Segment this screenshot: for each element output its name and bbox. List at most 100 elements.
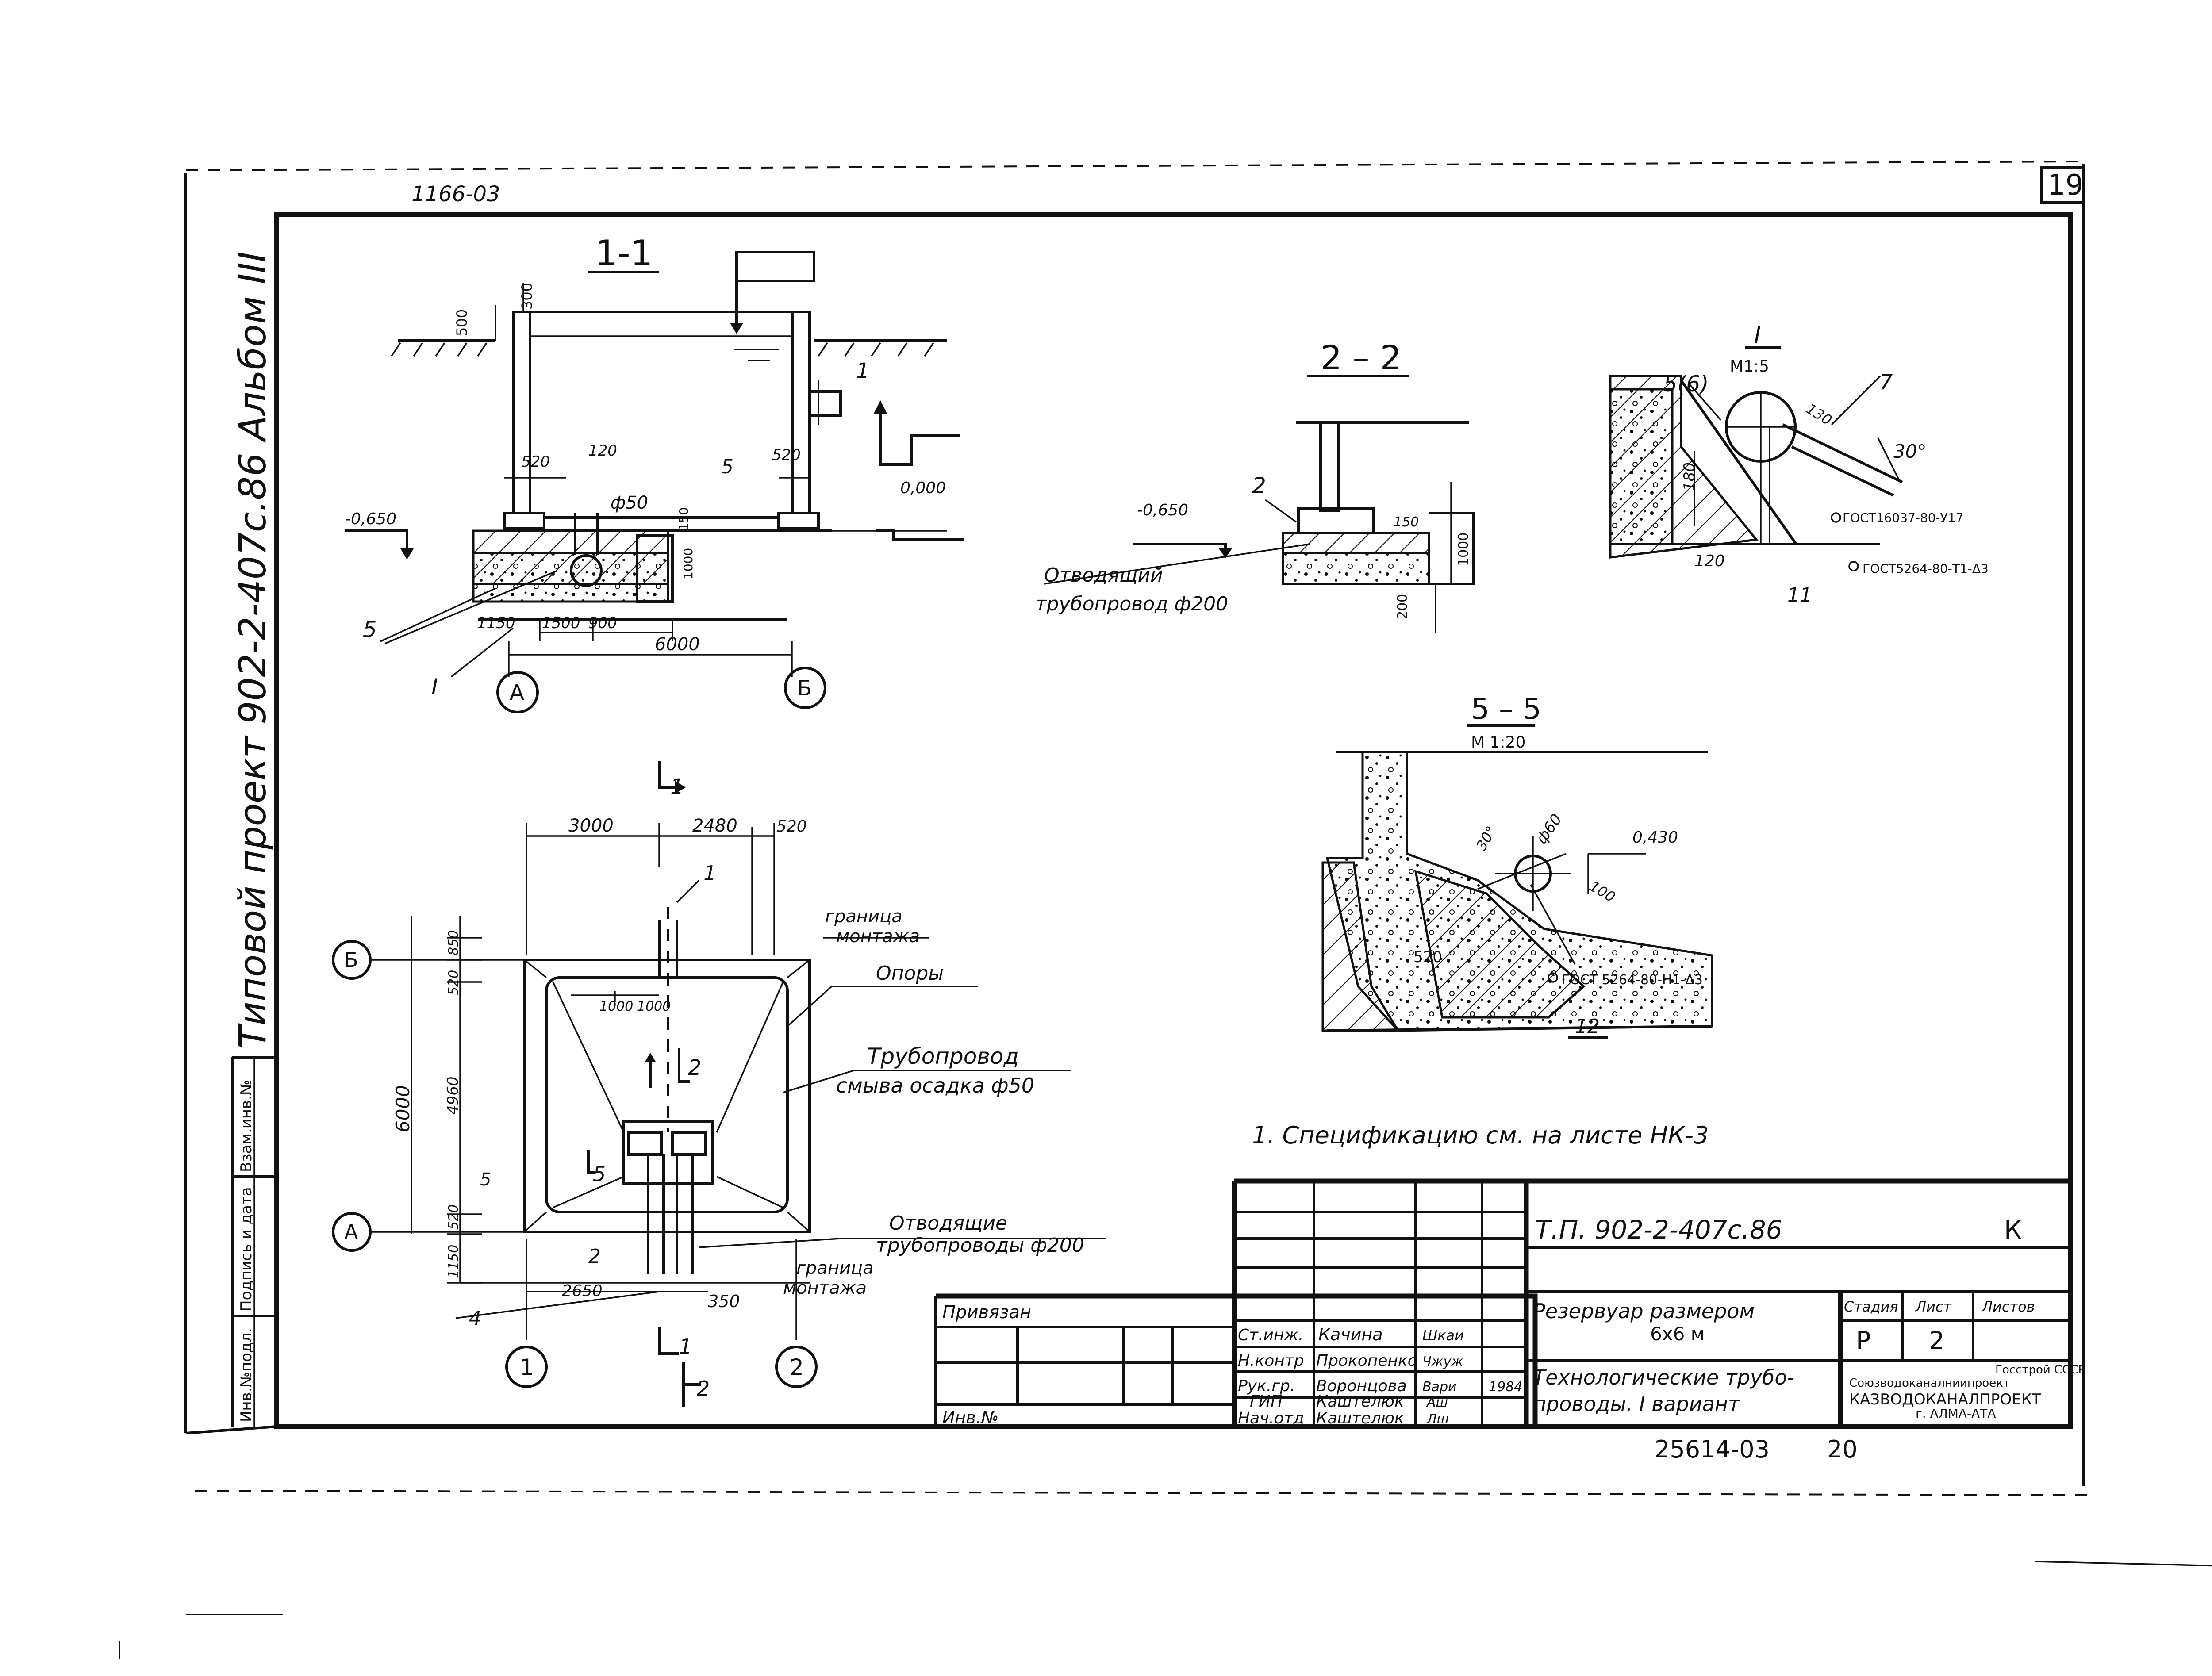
- plan-axis-2: 2: [790, 1354, 804, 1380]
- detail-I-scale: М1:5: [1730, 357, 1769, 376]
- plan-pipe-wash-1: Трубопровод: [867, 1043, 1019, 1069]
- plan: 3000 2480 520 1 1000 1000 2 5 5 6000 850…: [332, 761, 1106, 1407]
- plan-boundary-bot-1: граница: [796, 1258, 874, 1278]
- plan-cut-2: 2: [688, 1055, 702, 1080]
- s22-dim-150: 150: [1394, 514, 1419, 530]
- side-stamp-sign: Подпись и дата: [238, 1187, 255, 1312]
- plan-cut-1-bot: 1: [679, 1335, 692, 1358]
- plan-axis-A: А: [344, 1220, 358, 1244]
- plan-pipe-wash-2: смыва осадка ф50: [836, 1074, 1034, 1097]
- plan-boundary-top-2: монтажа: [836, 926, 920, 947]
- side-stamp: Инв.№подл. Подпись и дата Взам.инв.№: [238, 1080, 255, 1422]
- s55-gost: ГОСТ 5264-80-Н1-Δ3: [1562, 972, 1703, 988]
- s11-dim-900: 900: [588, 614, 617, 632]
- bottom-code: 25614-03: [1655, 1435, 1770, 1463]
- plan-drain-1: Отводящие: [889, 1212, 1007, 1235]
- s11-dim-150: 150: [676, 507, 691, 531]
- tb-name-0: Качина: [1318, 1325, 1383, 1344]
- plan-dim-1150: 1150: [446, 1245, 461, 1278]
- plan-cut-1-top: 1: [670, 775, 684, 799]
- s11-label-5: 5: [721, 456, 733, 478]
- s11-dim-1000: 1000: [681, 548, 695, 579]
- s11-roman-I: I: [431, 674, 438, 700]
- plan-dim-1000-a: 1000: [599, 999, 633, 1014]
- s11-note-5: 5: [363, 617, 377, 642]
- plan-dim-350: 350: [708, 1292, 740, 1311]
- s11-pipe-1: 1: [856, 359, 870, 384]
- plan-pipe-1: 1: [703, 861, 716, 885]
- s55-elev: 0,430: [1632, 828, 1678, 847]
- side-stamp-replace: Взам.инв.№: [238, 1080, 255, 1172]
- tb-year: 1984: [1489, 1379, 1522, 1395]
- tb-sign-1: Чжуж: [1422, 1354, 1463, 1369]
- detail-I-item-56: 5(6): [1663, 371, 1709, 397]
- plan-boundary-top-1: граница: [825, 906, 902, 927]
- plan-dim-520-top: 520: [776, 817, 807, 836]
- plan-dim-1000-b: 1000: [637, 999, 671, 1014]
- s11-dim-120: 120: [588, 442, 617, 460]
- side-title: Типовой проект 902-2-407с.86 Альбом III: [231, 251, 274, 1048]
- plan-axis-1: 1: [520, 1354, 534, 1380]
- plan-dim-3000: 3000: [568, 816, 614, 836]
- plan-dim-850: 850: [446, 930, 461, 955]
- s11-axis-B-bubble: [784, 667, 826, 709]
- corner-code: 1166-03: [411, 182, 500, 207]
- tb-sign-4: Лш: [1426, 1411, 1449, 1427]
- bottom-page: 20: [1827, 1435, 1858, 1463]
- tb-role-1: Н.контр: [1238, 1352, 1304, 1370]
- tb-sheets-header: Листов: [1982, 1298, 2035, 1315]
- detail-I: I М1:5 5(6) 7 130 30° 180 120 ГОСТ16037-…: [1609, 322, 1989, 606]
- plan-supports: Опоры: [876, 962, 944, 985]
- tb-sign-3: Аш: [1426, 1395, 1448, 1410]
- plan-cut-5-side: 5: [480, 1170, 491, 1190]
- plan-dim-520-b: 520: [446, 970, 461, 995]
- tb-name-3: Каштелюк: [1316, 1392, 1404, 1411]
- s11-phi-50: ф50: [611, 493, 648, 513]
- detail-I-item-11: 11: [1787, 584, 1812, 606]
- section-2-2: 2 – 2 2 -0,650 150 1000 200 Отводящий тр…: [1035, 338, 1475, 633]
- tb-role-0: Ст.инж.: [1238, 1326, 1303, 1344]
- s11-elev-zero: 0,000: [900, 479, 946, 497]
- s11-dim-1500: 1500: [542, 614, 580, 632]
- section-1-1-title: 1-1: [595, 233, 653, 274]
- plan-dim-4960: 4960: [444, 1076, 462, 1115]
- detail-I-dim-130: 130: [1803, 400, 1835, 429]
- tb-role-4: Нач.отд: [1238, 1409, 1304, 1427]
- detail-I-gost-2: ГОСТ5264-80-Т1-Δ3: [1863, 561, 1989, 576]
- detail-I-item-7: 7: [1879, 370, 1893, 395]
- s55-item-12: 12: [1575, 1015, 1600, 1038]
- plan-boundary-bot-2: монтажа: [783, 1278, 867, 1298]
- plan-item-2: 2: [588, 1245, 601, 1268]
- s11-elev-neg: -0,650: [345, 510, 396, 528]
- tb-title-2: 6х6 м: [1650, 1323, 1705, 1345]
- plan-drain-2: трубопроводы ф200: [876, 1234, 1084, 1257]
- s11-dim-500: 500: [453, 309, 470, 336]
- s22-dim-200: 200: [1395, 594, 1410, 619]
- plan-dim-2480: 2480: [692, 816, 737, 836]
- section-5-5-scale: М 1:20: [1471, 733, 1525, 752]
- s22-dim-1000: 1000: [1456, 533, 1471, 566]
- tb-org-3: КАЗВОДОКАНАЛПРОЕКТ: [1849, 1391, 2041, 1408]
- s11-dim-520-right: 520: [772, 446, 801, 464]
- tb-privyazan: Привязан: [942, 1302, 1031, 1323]
- s55-dim-520: 520: [1413, 948, 1442, 966]
- section-5-5-title: 5 – 5: [1471, 692, 1541, 726]
- side-stamp-inv: Инв.№подл.: [238, 1328, 255, 1422]
- s11-axis-B: Б: [797, 676, 812, 701]
- section-2-2-title: 2 – 2: [1321, 338, 1402, 377]
- tb-name-2: Воронцова: [1316, 1377, 1407, 1395]
- s11-dim-520-left: 520: [521, 453, 550, 471]
- tb-sign-0: Шкаи: [1422, 1327, 1464, 1344]
- detail-I-gost-1: ГОСТ16037-80-У17: [1843, 510, 1963, 525]
- s55-phi-60: ф60: [1533, 811, 1566, 847]
- s11-axis-A: А: [510, 680, 524, 705]
- s55-dim-100: 100: [1586, 878, 1618, 905]
- s11-dim-300: 300: [518, 283, 535, 310]
- tb-org-2: Союзводоканалниипроект: [1849, 1377, 2010, 1390]
- tb-role-3: ГИП: [1250, 1392, 1283, 1411]
- sheet-frame: [184, 161, 2097, 1496]
- s22-item-2: 2: [1252, 473, 1266, 499]
- tb-name-4: Каштелюк: [1316, 1409, 1404, 1427]
- spec-note: 1. Спецификацию см. на листе НК-3: [1252, 1121, 1709, 1149]
- detail-I-dim-120: 120: [1694, 552, 1725, 570]
